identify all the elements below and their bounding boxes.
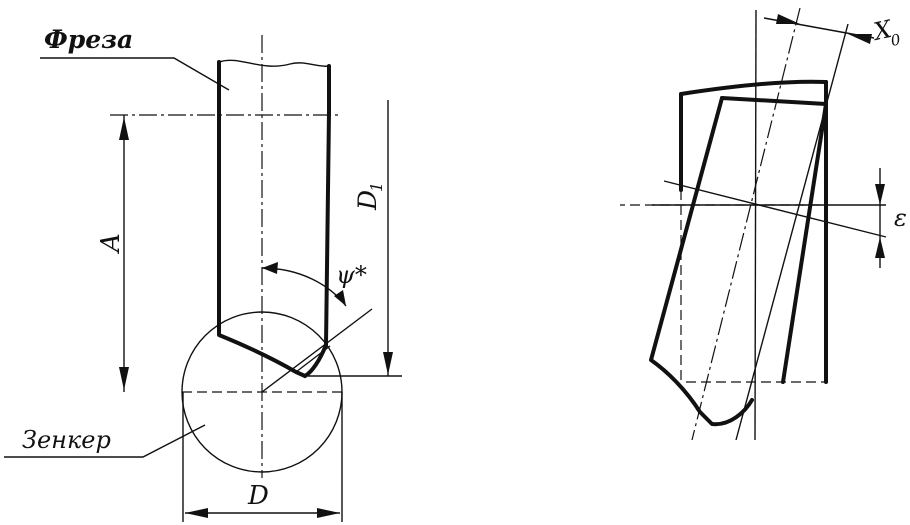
dim-d-label: D — [247, 481, 269, 511]
dim-d-arrow-left — [185, 508, 208, 518]
x0-arrow-left — [776, 14, 800, 24]
cutting-edge-inner — [295, 345, 331, 373]
cutter-leader — [40, 57, 230, 91]
eps-arrow-top — [875, 184, 885, 205]
x0-arrow-right — [848, 34, 872, 44]
x0-label-group: X 0 — [869, 15, 902, 50]
cutter-label: Фреза — [44, 25, 133, 54]
dim-d1-label-group: D 1 — [353, 182, 386, 211]
right-view: X 0 ε — [620, 7, 907, 441]
tilted-centerline-1 — [691, 7, 801, 441]
left-view: Фреза Зенкер A D 1 ψ* D — [4, 25, 402, 522]
tilted-tool-left-edge — [649, 96, 754, 427]
cutting-edge-line — [261, 308, 373, 393]
dim-a-label: A — [96, 233, 126, 254]
psi-arrow-right — [334, 290, 346, 306]
psi-angle-arc — [261, 267, 347, 307]
tilted-axis — [663, 180, 887, 238]
x0-subscript: 0 — [889, 30, 903, 50]
dim-d1-arrow — [383, 352, 393, 375]
dim-d-arrow-right — [317, 508, 340, 518]
psi-arrow-left — [262, 262, 278, 274]
vertical-centerline — [754, 9, 757, 441]
cutter-body — [217, 59, 331, 378]
eps-arrow-bottom — [875, 237, 885, 258]
tilted-centerline-2 — [735, 23, 849, 441]
vertical-tool-top — [679, 79, 828, 96]
psi-label: ψ* — [336, 261, 367, 289]
dim-d1-subscript: 1 — [367, 182, 386, 192]
countersink-label: Зенкер — [22, 426, 111, 454]
dim-d1-label: D — [353, 190, 382, 211]
eps-label: ε — [894, 204, 907, 232]
countersink-leader — [4, 424, 206, 458]
dim-a-arrow-bottom — [119, 367, 129, 390]
tilted-tool-right-edge — [720, 96, 828, 384]
dim-a-arrow-top — [119, 117, 129, 140]
